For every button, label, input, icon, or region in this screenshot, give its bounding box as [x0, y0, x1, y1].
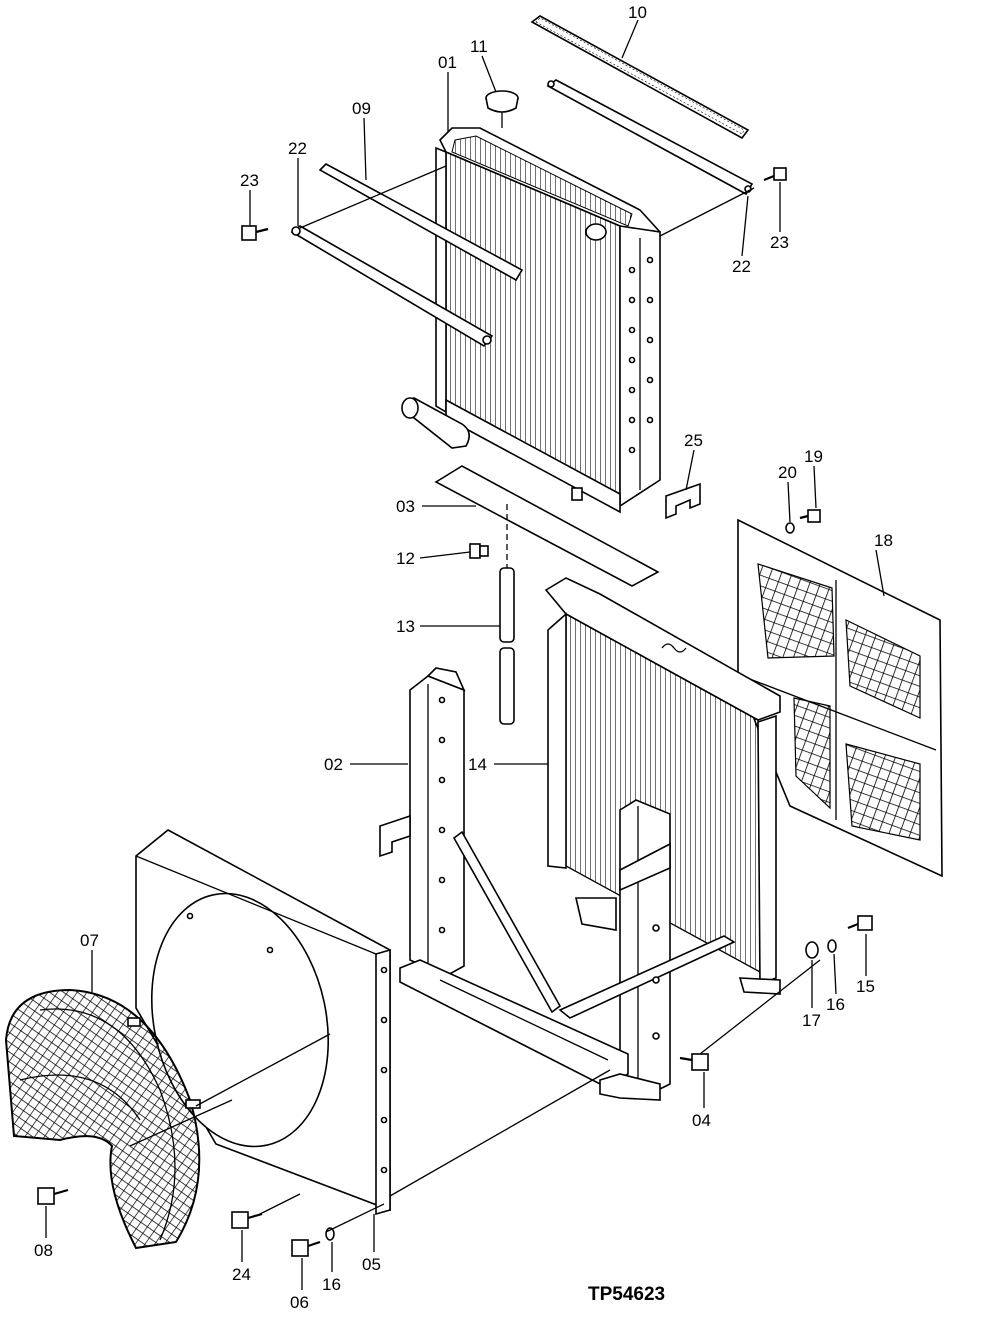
part-07-fan-guard	[4, 988, 201, 1250]
part-25-bracket	[665, 482, 701, 520]
part-02-support-frame	[379, 667, 736, 1101]
callout-13: 13	[396, 617, 415, 636]
part-12-drain-plug	[469, 543, 489, 559]
part-22-right-stay-rod	[546, 79, 754, 196]
callout-23-right: 23	[770, 233, 789, 252]
callout-02: 02	[324, 755, 343, 774]
callout-labels: 10 01 11 09 22 23 22 23 25 03 12 13 02 1…	[34, 3, 893, 1312]
leader-lines	[45, 19, 885, 1290]
part-10-seal-strip	[530, 15, 750, 140]
part-17-washer	[805, 941, 819, 959]
part-08-bolt	[37, 1187, 69, 1205]
part-11-radiator-cap	[485, 90, 519, 128]
part-15-bolt	[847, 915, 873, 931]
callout-17: 17	[802, 1011, 821, 1030]
callout-03: 03	[396, 497, 415, 516]
part-24-bolt	[231, 1211, 263, 1229]
part-13-hose	[499, 504, 515, 725]
part-23-right-bolt	[763, 167, 787, 182]
part-19-screw	[799, 509, 821, 523]
callout-01: 01	[438, 53, 457, 72]
callout-08: 08	[34, 1241, 53, 1260]
callout-19: 19	[804, 447, 823, 466]
callout-14: 14	[468, 755, 487, 774]
part-01-radiator	[401, 127, 662, 514]
callout-11: 11	[470, 37, 488, 56]
callout-09: 09	[352, 99, 371, 118]
part-16-washer-right	[827, 939, 837, 953]
callout-07: 07	[80, 931, 99, 950]
callout-05: 05	[362, 1255, 381, 1274]
part-23-left-bolt	[241, 225, 269, 241]
callout-18: 18	[874, 531, 893, 550]
callout-10: 10	[628, 3, 647, 22]
callout-12: 12	[396, 549, 415, 568]
callout-25: 25	[684, 431, 703, 450]
callout-20: 20	[778, 463, 797, 482]
part-06-bolt	[291, 1239, 321, 1257]
callout-24: 24	[232, 1265, 251, 1284]
part-03-seal-plate	[434, 465, 660, 587]
part-20-washer	[785, 522, 795, 534]
callout-16-right: 16	[826, 995, 845, 1014]
part-14-oil-cooler	[544, 577, 781, 995]
figure-code: TP54623	[588, 1284, 665, 1305]
frame-holes	[438, 696, 660, 1040]
callout-16-left: 16	[322, 1275, 341, 1294]
shroud-holes	[186, 912, 388, 1174]
callout-04: 04	[692, 1111, 711, 1130]
callout-23-left: 23	[240, 171, 259, 190]
callout-22-right: 22	[732, 257, 751, 276]
side-holes	[628, 256, 654, 454]
assembly-lines	[129, 165, 821, 1233]
part-04-bolt	[679, 1053, 709, 1071]
callout-22-left: 22	[288, 139, 307, 158]
part-22-left-stay-rod	[290, 225, 494, 348]
callout-15: 15	[856, 977, 875, 996]
callout-06: 06	[290, 1293, 309, 1312]
part-09-seal-strip	[318, 163, 524, 282]
part-05-fan-shroud	[135, 829, 391, 1216]
part-18-screen	[737, 518, 943, 878]
